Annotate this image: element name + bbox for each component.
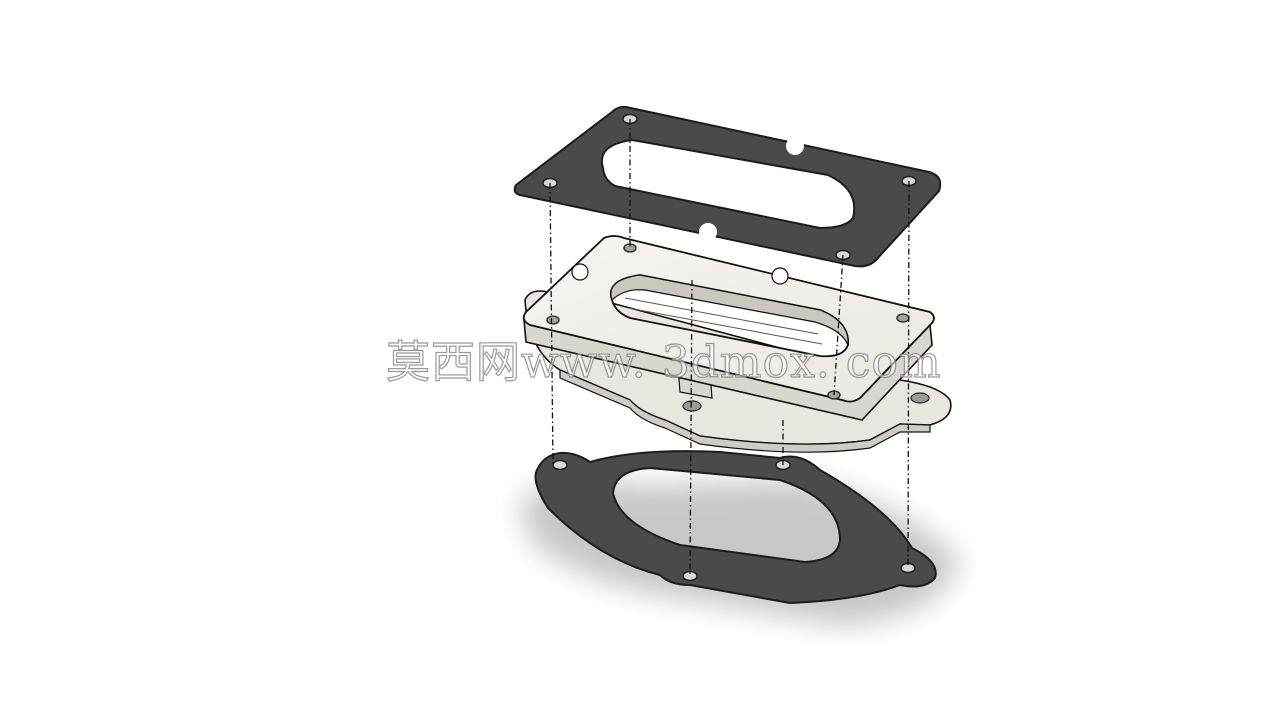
flange-ear-hole [910, 392, 930, 404]
assembly-centerlines [549, 119, 910, 577]
spacer-plate [522, 235, 935, 421]
top-gasket [513, 105, 942, 268]
watermark-text: 莫西网www. 3dmox. com [385, 336, 942, 388]
flange-ear-hole [682, 400, 702, 412]
bottom-gasket [534, 450, 937, 605]
